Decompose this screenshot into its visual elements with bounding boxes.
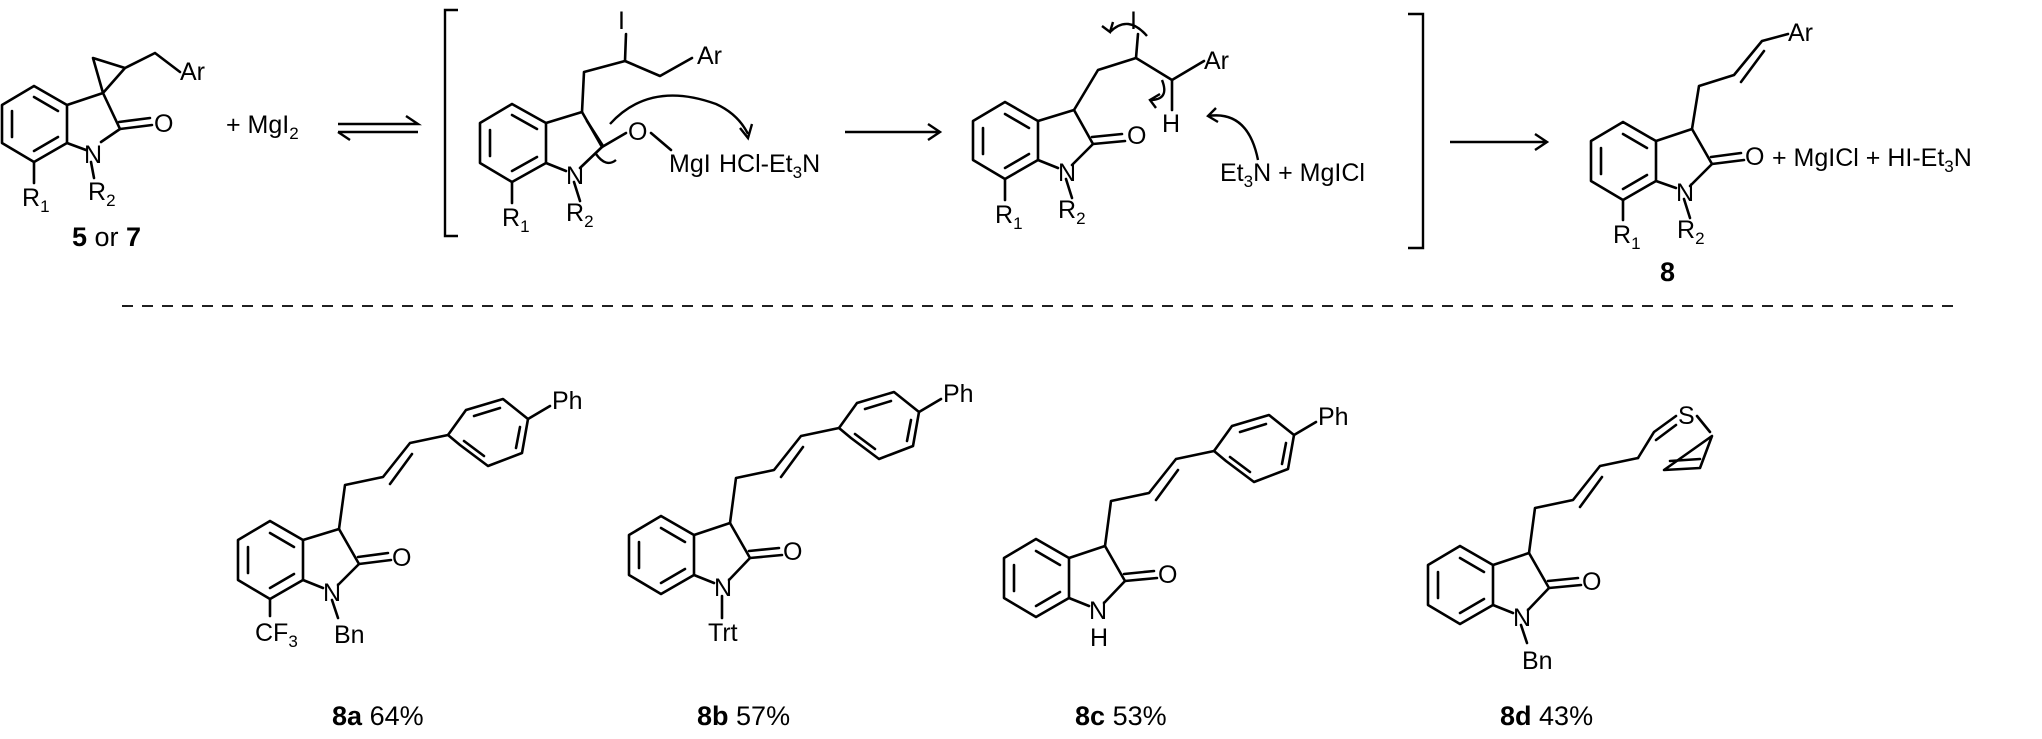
product-r1-label: R1 [1613,221,1641,253]
8c-n-label: N [1089,597,1107,625]
intermediate-iodo-oxindole: I Ar H O N R1 R2 Et3N + MgICl [971,7,1365,233]
int1-r1-label: R1 [502,204,530,236]
8c-caption: 8c 53% [1075,701,1167,731]
reaction-arrow-2 [1450,133,1550,151]
int2-r1-label: R1 [995,201,1023,233]
et3n-mgicl-label: Et3N + MgICl [1220,159,1365,191]
8d-bn-label: Bn [1522,647,1553,675]
int1-mgi-label: MgI [669,150,711,178]
8b-caption: 8b 57% [697,701,790,731]
int2-ar-label: Ar [1204,47,1229,75]
int1-i-label: I [618,7,625,35]
reaction-arrow-1 [845,123,943,141]
bracket-right [1408,12,1425,250]
reactant-r1-label: R1 [22,184,50,216]
product-8: Ar O N R1 R2 8 + MgICl + HI-Et3N [1589,19,1972,287]
int1-ar-label: Ar [697,42,722,70]
example-8a: Ph O N Bn CF3 8a 64% [236,387,583,731]
plus-mgi2: + MgI2 [226,111,299,143]
8b-ph-label: Ph [943,380,974,408]
product-n-label: N [1676,179,1694,207]
byproducts-label: + MgICl + HI-Et3N [1772,144,1972,176]
8a-bn-label: Bn [334,621,365,649]
int2-h-label: H [1162,110,1180,138]
8a-caption: 8a 64% [332,701,424,731]
int1-n-label: N [566,162,584,190]
8c-h-label: H [1090,624,1108,652]
8d-s-label: S [1678,402,1695,430]
int2-i-label: I [1130,7,1137,35]
8a-o-label: O [392,544,411,572]
8b-n-label: N [714,574,732,602]
int1-o-label: O [628,118,647,146]
reactant-compound-number: 5 or 7 [72,222,141,252]
8c-o-label: O [1158,561,1177,589]
8b-o-label: O [783,538,802,566]
8c-ph-label: Ph [1318,403,1349,431]
8a-n-label: N [323,579,341,607]
example-8c: Ph O N H 8c 53% [1002,403,1349,731]
8d-o-label: O [1582,568,1601,596]
equilibrium-arrow [337,115,422,141]
example-8d: S O N Bn 8d 43% [1426,402,1714,731]
intermediate-enolate: I Ar O MgI N R1 R2 HCl-Et3N [478,7,820,236]
bracket-left [443,8,458,238]
int2-n-label: N [1058,159,1076,187]
reactant-r2-label: R2 [88,178,116,210]
product-ar-label: Ar [1788,19,1813,47]
example-8b: Ph O N Trt 8b 57% [627,380,974,731]
8d-caption: 8d 43% [1500,701,1593,731]
product-o-label: O [1745,143,1764,171]
8b-trt-label: Trt [708,619,738,647]
product-compound-number: 8 [1660,257,1675,287]
reactant-spirocyclopropane: Ar O N R1 R2 5 or 7 [0,51,205,252]
reactant-ar-label: Ar [180,58,205,86]
product-r2-label: R2 [1677,216,1705,248]
int2-r2-label: R2 [1058,196,1086,228]
hcl-et3n-label: HCl-Et3N [719,150,820,182]
reactant-n-label: N [84,141,102,169]
int1-r2-label: R2 [566,199,594,231]
8a-ph-label: Ph [552,387,583,415]
8a-cf3-label: CF3 [255,619,298,651]
8d-n-label: N [1513,604,1531,632]
int2-o-label: O [1127,122,1146,150]
reactant-o-label: O [154,110,173,138]
